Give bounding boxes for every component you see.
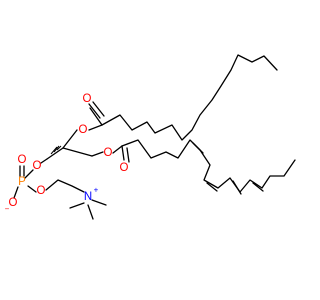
upper-ester-bond: [88, 124, 103, 131]
chemical-structure: O O O O O P O O − O N +: [5, 54, 296, 220]
phosphorus-label: P: [18, 176, 26, 188]
upper-carbonyl-double-bond-2: [92, 101, 105, 117]
upper-ester-oxygen-label: O: [79, 124, 88, 136]
double-bond-3: [232, 180, 242, 195]
glycerol-c3: [46, 147, 64, 160]
lower-carbonyl-oxygen-label: O: [120, 162, 129, 174]
p-o-minus-bond: [13, 186, 19, 199]
phosphate-ester-oxygen-label: O: [37, 185, 46, 197]
o-to-phosphorus: [24, 169, 34, 179]
n-methyl-1: [69, 202, 85, 209]
choline-chain: [45, 179, 85, 193]
lower-carbonyl-double-bond: [126, 147, 130, 163]
upper-carbonyl-double-bond: [88, 103, 101, 119]
glycerol-c2-c1: [62, 147, 93, 157]
p-o-ester-bond: [27, 185, 37, 193]
double-bond-1: [192, 142, 204, 154]
glycerol-c2-to-o: [62, 129, 78, 149]
glycerol-oxygen-label: O: [33, 160, 42, 172]
glycerol-c1-o: [91, 151, 104, 157]
lower-ester-oxygen-label: O: [104, 147, 113, 159]
double-bond-2: [206, 182, 218, 192]
n-methyl-3: [91, 199, 107, 206]
lower-ester-bond: [112, 145, 123, 154]
upper-carbonyl-oxygen-label: O: [83, 93, 92, 105]
upper-fatty-acid-chain: [89, 54, 278, 141]
nitrogen-label: N: [84, 191, 92, 203]
nitrogen-charge: +: [94, 186, 99, 195]
stereo-hash-bond: [50, 145, 62, 155]
glycerol-c3-o: [40, 158, 48, 164]
phosphate-minus-charge: −: [5, 205, 10, 214]
phosphate-minus-oxygen-label: O: [9, 197, 18, 209]
phosphate-double-oxygen-label: O: [18, 154, 27, 166]
lower-fatty-acid-chain: [121, 139, 296, 193]
double-bond-4: [252, 182, 264, 192]
lower-ester-c-o: [121, 145, 125, 161]
n-methyl-2: [87, 204, 94, 220]
